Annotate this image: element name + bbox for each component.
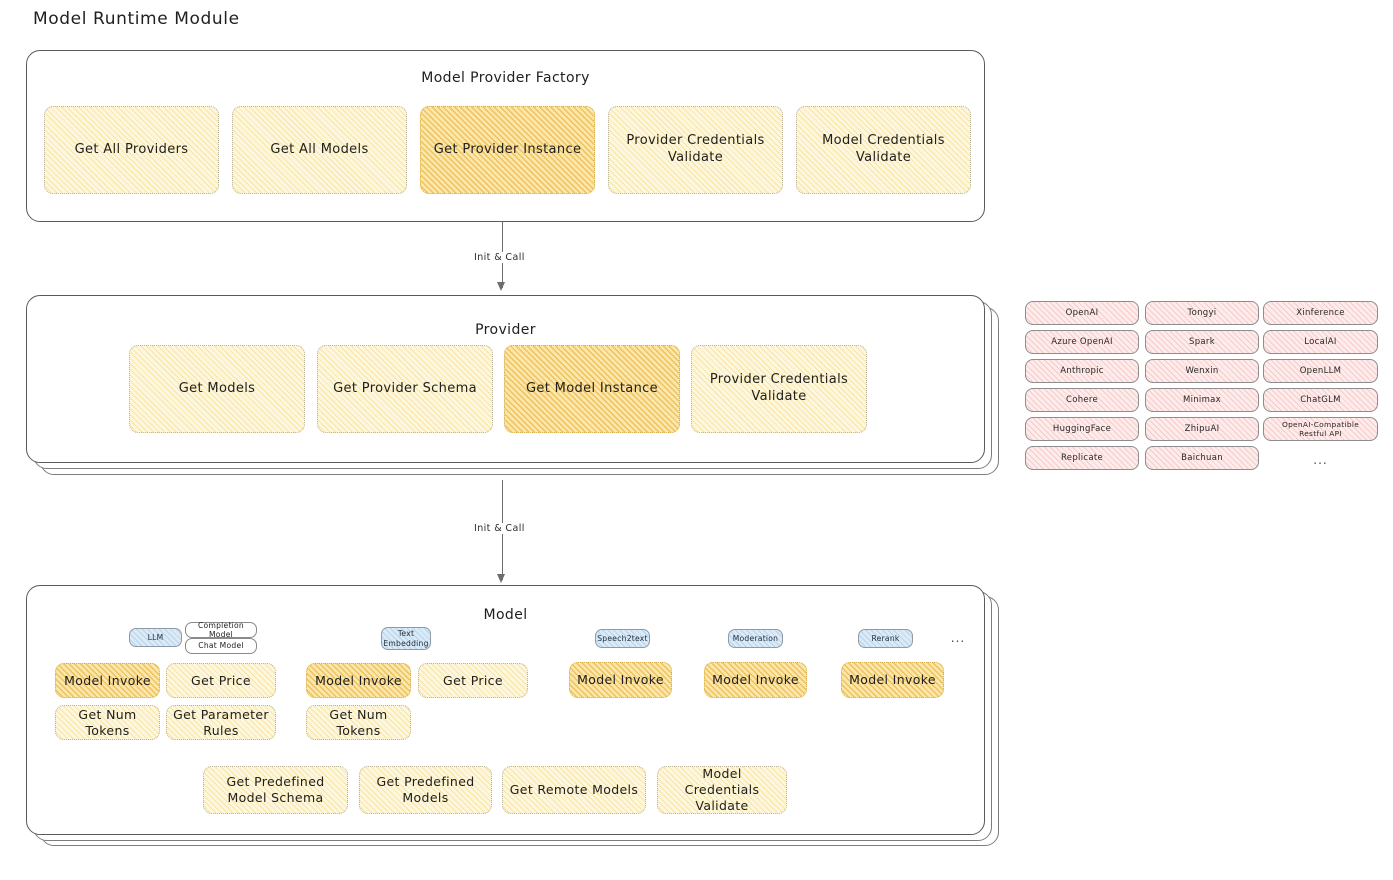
provider-pill-localai[interactable]: LocalAI bbox=[1263, 330, 1378, 354]
badge-text-embedding[interactable]: Text Embedding bbox=[381, 627, 431, 650]
provider-pill-minimax[interactable]: Minimax bbox=[1145, 388, 1259, 412]
node-get-all-models[interactable]: Get All Models bbox=[232, 106, 407, 194]
node-get-provider-instance[interactable]: Get Provider Instance bbox=[420, 106, 595, 194]
arrow-label-init-and-call-1: Init & Call bbox=[470, 252, 529, 263]
node-llm-model-invoke[interactable]: Model Invoke bbox=[55, 663, 160, 698]
provider-pill-openai-compatible-restful-api[interactable]: OpenAI-Compatible Restful API bbox=[1263, 417, 1378, 441]
node-get-all-providers[interactable]: Get All Providers bbox=[44, 106, 219, 194]
node-moderation-model-invoke[interactable]: Model Invoke bbox=[704, 662, 807, 698]
node-text-embedding-get-price[interactable]: Get Price bbox=[418, 663, 528, 698]
node-llm-get-num-tokens[interactable]: Get Num Tokens bbox=[55, 705, 160, 740]
arrow-label-init-and-call-2: Init & Call bbox=[470, 523, 529, 534]
node-model-credentials-validate[interactable]: Model Credentials Validate bbox=[796, 106, 971, 194]
provider-pill-cohere[interactable]: Cohere bbox=[1025, 388, 1139, 412]
node-get-models[interactable]: Get Models bbox=[129, 345, 305, 433]
node-model-credentials-validate-2[interactable]: Model Credentials Validate bbox=[657, 766, 787, 814]
badge-llm[interactable]: LLM bbox=[129, 628, 182, 647]
node-provider-credentials-validate-2[interactable]: Provider Credentials Validate bbox=[691, 345, 867, 433]
provider-list-more-icon: ... bbox=[1313, 453, 1328, 467]
provider-pill-azure-openai[interactable]: Azure OpenAI bbox=[1025, 330, 1139, 354]
provider-pill-tongyi[interactable]: Tongyi bbox=[1145, 301, 1259, 325]
node-llm-get-parameter-rules[interactable]: Get Parameter Rules bbox=[166, 705, 276, 740]
panel-title-provider: Provider bbox=[475, 322, 536, 338]
node-get-provider-schema[interactable]: Get Provider Schema bbox=[317, 345, 493, 433]
arrow-head-factory-to-provider bbox=[497, 282, 505, 291]
node-get-predefined-model-schema[interactable]: Get Predefined Model Schema bbox=[203, 766, 348, 814]
provider-pill-spark[interactable]: Spark bbox=[1145, 330, 1259, 354]
panel-title-model-provider-factory: Model Provider Factory bbox=[421, 70, 590, 86]
provider-pill-xinference[interactable]: Xinference bbox=[1263, 301, 1378, 325]
arrow-head-provider-to-model bbox=[497, 574, 505, 583]
badge-chat-model[interactable]: Chat Model bbox=[185, 638, 257, 654]
badge-speech2text[interactable]: Speech2text bbox=[595, 629, 650, 648]
node-rerank-model-invoke[interactable]: Model Invoke bbox=[841, 662, 944, 698]
badge-moderation[interactable]: Moderation bbox=[728, 629, 783, 648]
provider-pill-huggingface[interactable]: HuggingFace bbox=[1025, 417, 1139, 441]
node-speech2text-model-invoke[interactable]: Model Invoke bbox=[569, 662, 672, 698]
provider-pill-replicate[interactable]: Replicate bbox=[1025, 446, 1139, 470]
provider-pill-chatglm[interactable]: ChatGLM bbox=[1263, 388, 1378, 412]
provider-pill-wenxin[interactable]: Wenxin bbox=[1145, 359, 1259, 383]
provider-pill-baichuan[interactable]: Baichuan bbox=[1145, 446, 1259, 470]
provider-pill-zhipuai[interactable]: ZhipuAI bbox=[1145, 417, 1259, 441]
node-llm-get-price[interactable]: Get Price bbox=[166, 663, 276, 698]
node-text-embedding-get-num-tokens[interactable]: Get Num Tokens bbox=[306, 705, 411, 740]
node-provider-credentials-validate[interactable]: Provider Credentials Validate bbox=[608, 106, 783, 194]
model-groups-more-icon: ... bbox=[950, 631, 966, 645]
badge-completion-model[interactable]: Completion Model bbox=[185, 621, 257, 639]
node-get-model-instance[interactable]: Get Model Instance bbox=[504, 345, 680, 433]
page-title: Model Runtime Module bbox=[33, 9, 240, 29]
node-get-predefined-models[interactable]: Get Predefined Models bbox=[359, 766, 492, 814]
provider-pill-anthropic[interactable]: Anthropic bbox=[1025, 359, 1139, 383]
panel-title-model: Model bbox=[483, 607, 528, 623]
provider-pill-openai[interactable]: OpenAI bbox=[1025, 301, 1139, 325]
badge-rerank[interactable]: Rerank bbox=[858, 629, 913, 648]
node-get-remote-models[interactable]: Get Remote Models bbox=[502, 766, 646, 814]
node-text-embedding-model-invoke[interactable]: Model Invoke bbox=[306, 663, 411, 698]
provider-pill-openllm[interactable]: OpenLLM bbox=[1263, 359, 1378, 383]
